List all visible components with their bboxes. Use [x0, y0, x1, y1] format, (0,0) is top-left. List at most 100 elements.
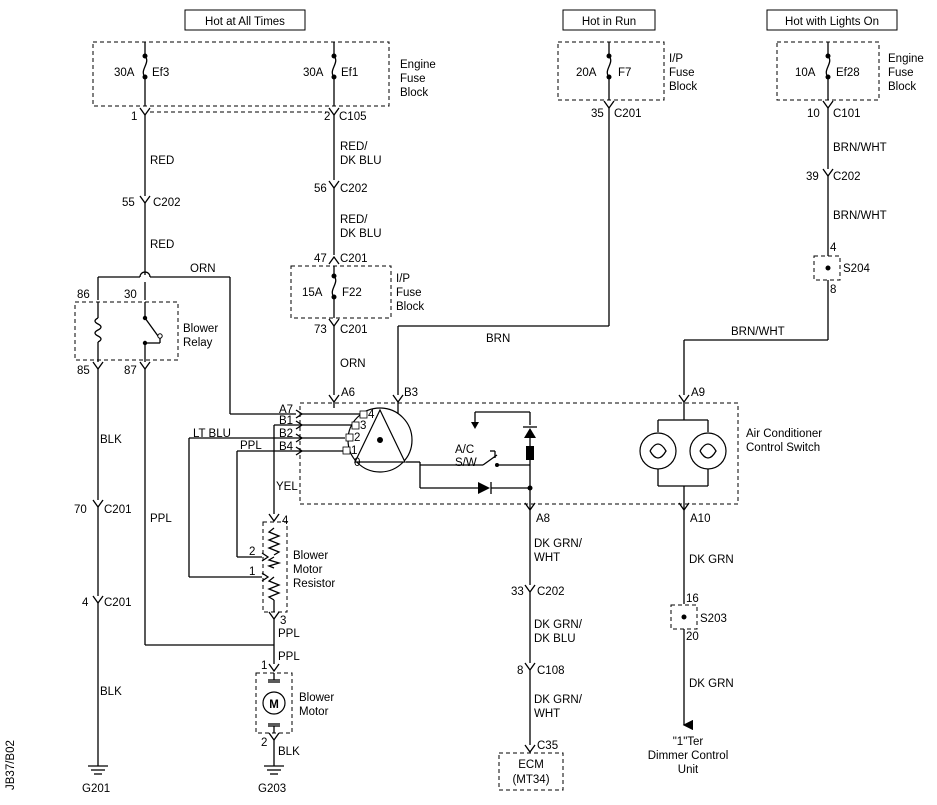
ecm-label-1: ECM: [518, 759, 544, 771]
connector-mark: [822, 100, 834, 110]
pin-87: 87: [124, 365, 137, 377]
wire-label-ppl-4: PPL: [278, 651, 300, 663]
connector-mark: [92, 361, 104, 371]
pin-85: 85: [77, 365, 90, 377]
diode: [420, 482, 533, 494]
connector-mark: [328, 394, 340, 404]
connector-c201-70: C201: [104, 504, 132, 516]
pin-4-c201: 4: [82, 597, 89, 609]
wire-label-dkgrn-wht-2b: WHT: [534, 708, 560, 720]
engine-fuse-block-left-label-1: Engine: [400, 59, 436, 71]
pin-73-c201: 73: [314, 324, 327, 336]
wire-label-blk-2: BLK: [100, 686, 122, 698]
connector-c201-f7: C201: [614, 108, 642, 120]
ac-control-switch: Air Conditioner Control Switch A7 B1 B2 …: [279, 402, 822, 510]
fuse-ef1-name: Ef1: [341, 67, 358, 79]
blower-relay-label-2: Relay: [183, 337, 213, 349]
wire-label-dkgrn-wht-2a: DK GRN/: [534, 694, 583, 706]
pin-a7: A7: [279, 404, 293, 416]
wire-label-ppl-2: PPL: [240, 440, 262, 452]
ground-g201-label: G201: [82, 783, 110, 795]
wire-label-dkgrn-1: DK GRN: [689, 554, 734, 566]
wire-label-dkgrn-wht-1b: WHT: [534, 552, 560, 564]
header-hot-with-lights-on: Hot with Lights On: [766, 9, 898, 31]
splice-s203-label: S203: [700, 613, 727, 625]
dimmer-label-2: Dimmer Control: [648, 750, 729, 762]
blower-motor-label-1: Blower: [299, 692, 334, 704]
wire-label-brnwht-3: BRN/WHT: [731, 326, 785, 338]
wire-label-red-1: RED: [150, 155, 174, 167]
connector-mark: [139, 107, 151, 117]
pin-8-c108: 8: [517, 665, 523, 677]
engine-fuse-block-right-label-3: Block: [888, 81, 916, 93]
connector-c101: C101: [833, 108, 861, 120]
pin-a6: A6: [341, 387, 355, 399]
pin-70-c201: 70: [74, 504, 87, 516]
wire-label-red-2: RED: [150, 239, 174, 251]
fuse-f22-amp: 15A: [302, 287, 323, 299]
wire-label-blk-1: BLK: [100, 434, 122, 446]
led-indicator: [471, 411, 537, 510]
pin-2-motor: 2: [261, 737, 267, 749]
connector-mark: [92, 499, 104, 509]
position-3: 3: [360, 420, 366, 432]
ip-fuse-block-mid-label-1: I/P: [396, 273, 410, 285]
fuse-f7-name: F7: [618, 67, 631, 79]
position-2: 2: [354, 432, 360, 444]
connector-c202-right: C202: [833, 171, 861, 183]
fuse-ef3-name: Ef3: [152, 67, 169, 79]
pin-b2: B2: [279, 428, 293, 440]
engine-fuse-block-left: Engine Fuse Block 30A Ef3 30A Ef1: [92, 41, 436, 107]
ac-sw-label-2: S/W: [455, 457, 477, 469]
connector-mark: [524, 584, 536, 594]
ac-control-switch-label-1: Air Conditioner: [746, 428, 822, 440]
connector-mark: [603, 100, 615, 110]
pin-1-resistor: 1: [249, 566, 255, 578]
fuse-ef3-amp: 30A: [114, 67, 135, 79]
connector-c35: C35: [537, 740, 558, 752]
connector-c201-47: C201: [340, 253, 368, 265]
indicator-lamps: [639, 402, 727, 510]
pin-2-c105: 2: [324, 111, 330, 123]
pin-55-c202: 55: [122, 197, 135, 209]
wire-label-blk-3: BLK: [278, 746, 300, 758]
connector-mark: [139, 361, 151, 371]
dimmer-control-unit: "1"Ter Dimmer Control Unit: [648, 736, 729, 776]
wire-label-brnwht-2: BRN/WHT: [833, 210, 887, 222]
fuse-ef28: 10A Ef28: [795, 42, 860, 100]
fuse-ef28-name: Ef28: [836, 67, 860, 79]
pin-b3: B3: [404, 387, 418, 399]
position-0: 0: [354, 457, 360, 469]
splice-s204-label: S204: [843, 263, 870, 275]
motor-symbol: M: [269, 699, 279, 711]
connector-mark: [92, 595, 104, 605]
wire-label-brnwht-1: BRN/WHT: [833, 142, 887, 154]
pin-56-c202: 56: [314, 183, 327, 195]
header-hot-at-all-times-text: Hot at All Times: [205, 16, 285, 28]
ip-fuse-block-top: I/P Fuse Block 20A F7: [557, 41, 697, 101]
ecm-label-2: (MT34): [512, 774, 549, 786]
pin-b4: B4: [279, 441, 294, 453]
ip-fuse-block-mid-label-2: Fuse: [396, 287, 422, 299]
fuse-ef28-amp: 10A: [795, 67, 816, 79]
ground-g203-label: G203: [258, 783, 286, 795]
connector-mark: [328, 255, 340, 265]
blower-speed-selector: 4 3 2 1 0: [342, 407, 413, 473]
blower-relay: 86 30 Blower Relay: [74, 289, 218, 362]
fuse-f22: 15A F22: [302, 266, 362, 318]
fuse-ef1-amp: 30A: [303, 67, 324, 79]
pin-1-c105: 1: [131, 111, 137, 123]
wire-label-dkgrn-dkblu-b: DK BLU: [534, 633, 576, 645]
connector-c105: C105: [339, 111, 367, 123]
pin-33-c202: 33: [511, 586, 524, 598]
ip-fuse-block-top-label-2: Fuse: [669, 67, 695, 79]
wire-label-red-dkblu-1a: RED/: [340, 141, 368, 153]
fuse-f7: 20A F7: [576, 42, 631, 100]
connector-mark: [139, 195, 151, 205]
wire-label-dkgrn-2: DK GRN: [689, 678, 734, 690]
connector-c202-left: C202: [153, 197, 181, 209]
pin-4-resistor: 4: [282, 515, 289, 527]
pin-20-s203: 20: [686, 631, 699, 643]
connector-mark: [678, 394, 690, 404]
connector-c202-mid: C202: [340, 183, 368, 195]
